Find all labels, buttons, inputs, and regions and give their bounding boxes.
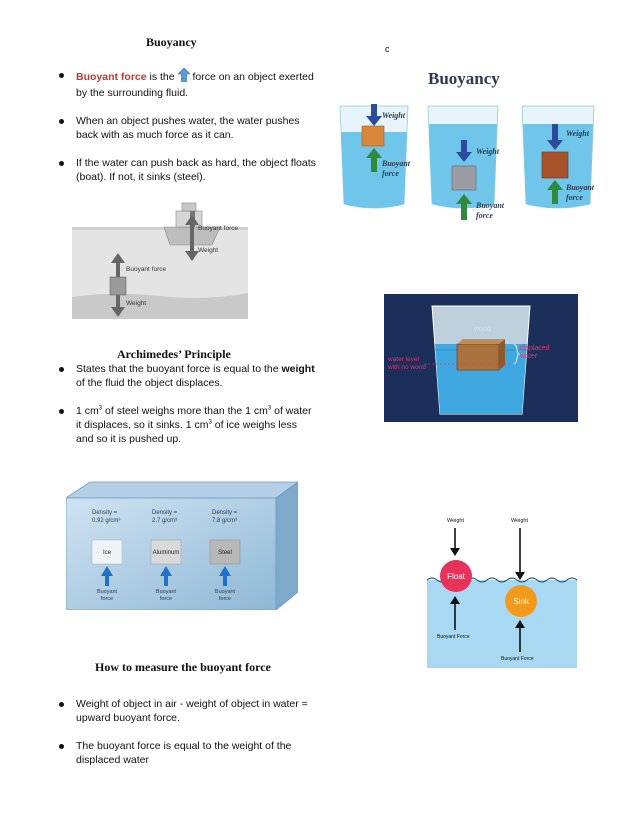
- b1-weight-label: Weight: [382, 111, 406, 120]
- bullet-list-1: Buoyant force is the force on an object …: [59, 67, 316, 184]
- bullet-measure: Weight of object in air - weight of obje…: [59, 697, 316, 725]
- steel-bf-label: Buoyant: [215, 589, 236, 595]
- steel-buoyant-label: Buoyant force: [126, 266, 166, 273]
- b1-buoyant-label: Buoyant: [381, 159, 411, 168]
- bullet-dot: [59, 119, 64, 124]
- bullet-steel-ice: 1 cm3 of steel weighs more than the 1 cm…: [59, 404, 316, 446]
- heading-archimedes: Archimedes’ Principle: [117, 347, 231, 361]
- steel-force-label: force: [219, 596, 231, 602]
- ice-label: Ice: [103, 550, 112, 556]
- sink-label: Sink: [513, 597, 530, 606]
- steel-density-value: 7.8 g/cm³: [212, 518, 237, 524]
- heading-measure: How to measure the buoyant force: [95, 660, 271, 674]
- water-level-label2: with no wood: [387, 364, 426, 371]
- bullet-dot: [59, 702, 64, 707]
- float-label: Float: [447, 572, 466, 581]
- displaced-label2: water: [519, 353, 538, 360]
- bullet-dot: [59, 161, 64, 166]
- bullet-floats-sinks: If the water can push back as hard, the …: [59, 156, 316, 184]
- steel-density-label: Density =: [212, 510, 238, 516]
- float-sink-figure: Weight Weight Float Sink Buoyant Force B…: [427, 512, 577, 668]
- bullet-archimedes: States that the buoyant force is equal t…: [59, 362, 316, 390]
- steel-weight-label: Weight: [126, 300, 146, 307]
- bullet-dot: [59, 367, 64, 372]
- b2-force-label: force: [476, 211, 493, 220]
- b2-buoyant-label: Buoyant: [475, 201, 505, 210]
- bullet-water-pushes: When an object pushes water, the water p…: [59, 114, 316, 142]
- al-density-value: 2.7 g/cm³: [152, 518, 177, 524]
- al-force-label: force: [160, 596, 172, 602]
- wood-displacement-figure: wood water level with no wood displaced …: [384, 294, 578, 422]
- float-bf-label: Buoyant Force: [437, 634, 470, 640]
- boat-weight-label: Weight: [198, 247, 218, 254]
- wood-label: wood: [473, 326, 491, 333]
- density-tank-figure: Density = 0.92 g/cm³ Density = 2.7 g/cm³…: [66, 480, 298, 610]
- sink-weight-label: Weight: [511, 518, 528, 524]
- sink-bf-label: Buoyant Force: [501, 656, 534, 662]
- b2-weight-label: Weight: [476, 147, 500, 156]
- bullet-list-3: Weight of object in air - weight of obje…: [59, 697, 316, 767]
- bullet-buoyant-force: Buoyant force is the force on an object …: [59, 67, 316, 100]
- beakers-figure: Buoyancy Weight Buoyant force Weight Buo…: [338, 62, 608, 224]
- b1-force-label: force: [382, 169, 399, 178]
- beakers-title: Buoyancy: [428, 69, 500, 88]
- up-arrow-icon: [176, 67, 191, 86]
- displaced-label1: displaced: [520, 345, 550, 352]
- ice-force-label: force: [101, 596, 113, 602]
- b3-force-label: force: [566, 193, 583, 202]
- bullet-dot: [59, 73, 64, 78]
- bullet-list-2: States that the buoyant force is equal t…: [59, 362, 316, 446]
- water-level-label1: water level: [387, 356, 420, 363]
- aluminum-label: Aluminum: [153, 550, 180, 556]
- al-density-label: Density =: [152, 510, 178, 516]
- heading-buoyancy: Buoyancy: [146, 35, 197, 49]
- letter-c: c: [385, 44, 390, 54]
- ice-bf-label: Buoyant: [97, 589, 118, 595]
- ice-density-label: Density =: [92, 510, 118, 516]
- b3-buoyant-label: Buoyant: [565, 183, 595, 192]
- boat-steel-figure: Buoyant force Weight Buoyant force Weigh…: [72, 197, 248, 319]
- boat-buoyant-label: Buoyant force: [198, 225, 238, 232]
- bullet-displaced: The buoyant force is equal to the weight…: [59, 739, 316, 767]
- al-bf-label: Buoyant: [156, 589, 177, 595]
- steel-block-label: Steel: [218, 550, 232, 556]
- bullet-dot: [59, 744, 64, 749]
- ice-density-value: 0.92 g/cm³: [92, 518, 120, 524]
- float-weight-label: Weight: [447, 518, 464, 524]
- b3-weight-label: Weight: [566, 129, 590, 138]
- bullet-dot: [59, 409, 64, 414]
